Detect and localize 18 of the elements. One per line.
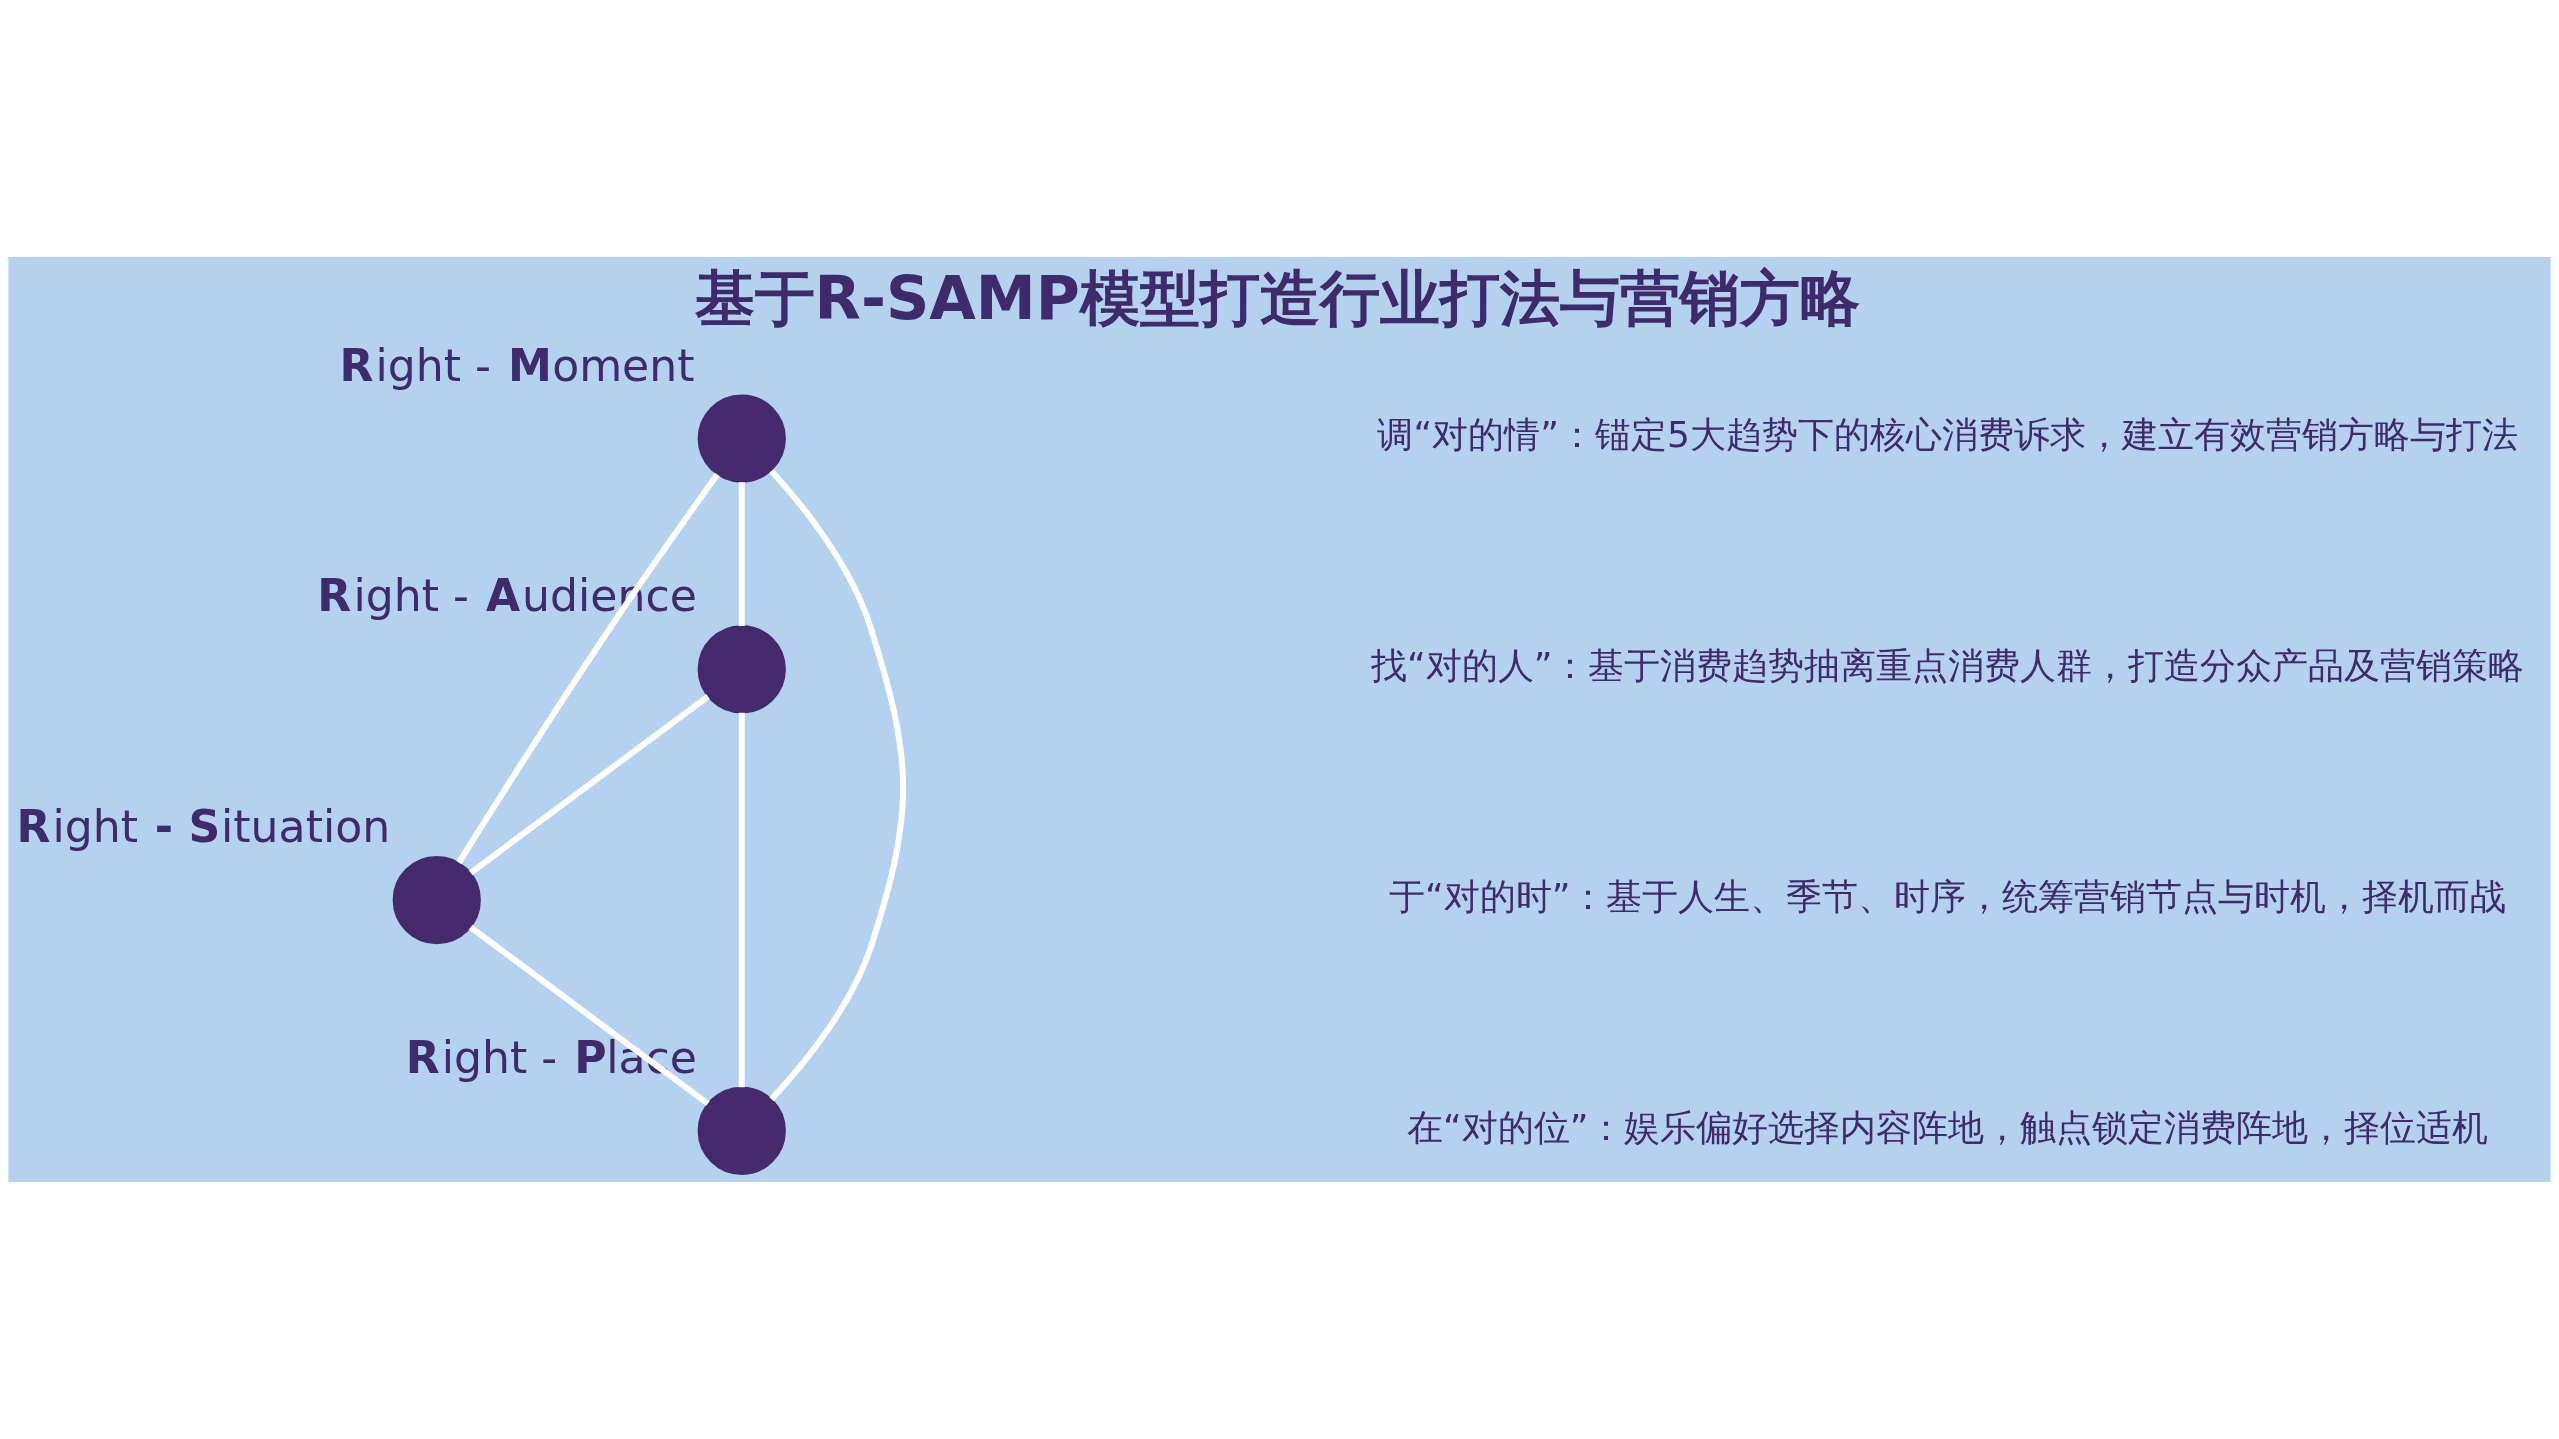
node-circle xyxy=(697,625,786,714)
connector xyxy=(769,468,906,1102)
connector xyxy=(468,924,710,1106)
label: 在“对的位”：娱乐偏好选择内容阵地，触点锁定消费阵地，择位适机 xyxy=(1406,1105,2489,1149)
node-label: Right - Audience xyxy=(317,570,697,622)
label: 找“对的人”：基于消费趋势抽离重点消费人群，打造分众产品及营销策略 xyxy=(1370,644,2525,688)
connector xyxy=(738,712,745,1088)
node-circle xyxy=(697,1086,786,1175)
connector xyxy=(456,472,720,865)
node-label: Right - Situation xyxy=(16,801,391,853)
node-label: Right - Moment xyxy=(339,339,695,391)
node-circle xyxy=(697,394,786,483)
connector xyxy=(738,482,745,626)
node-circle xyxy=(392,855,481,945)
label: 调“对的情”：锚定5大趋势下的核心消费诉求，建立有效营销方略与打法 xyxy=(1377,413,2518,457)
diagram-title: 基于R-SAMP模型打造行业打法与营销方略 xyxy=(694,263,1860,334)
label: 于“对的时”：基于人生、季节、时序，统筹营销节点与时机，择机而战 xyxy=(1388,874,2507,918)
connector xyxy=(468,694,710,876)
